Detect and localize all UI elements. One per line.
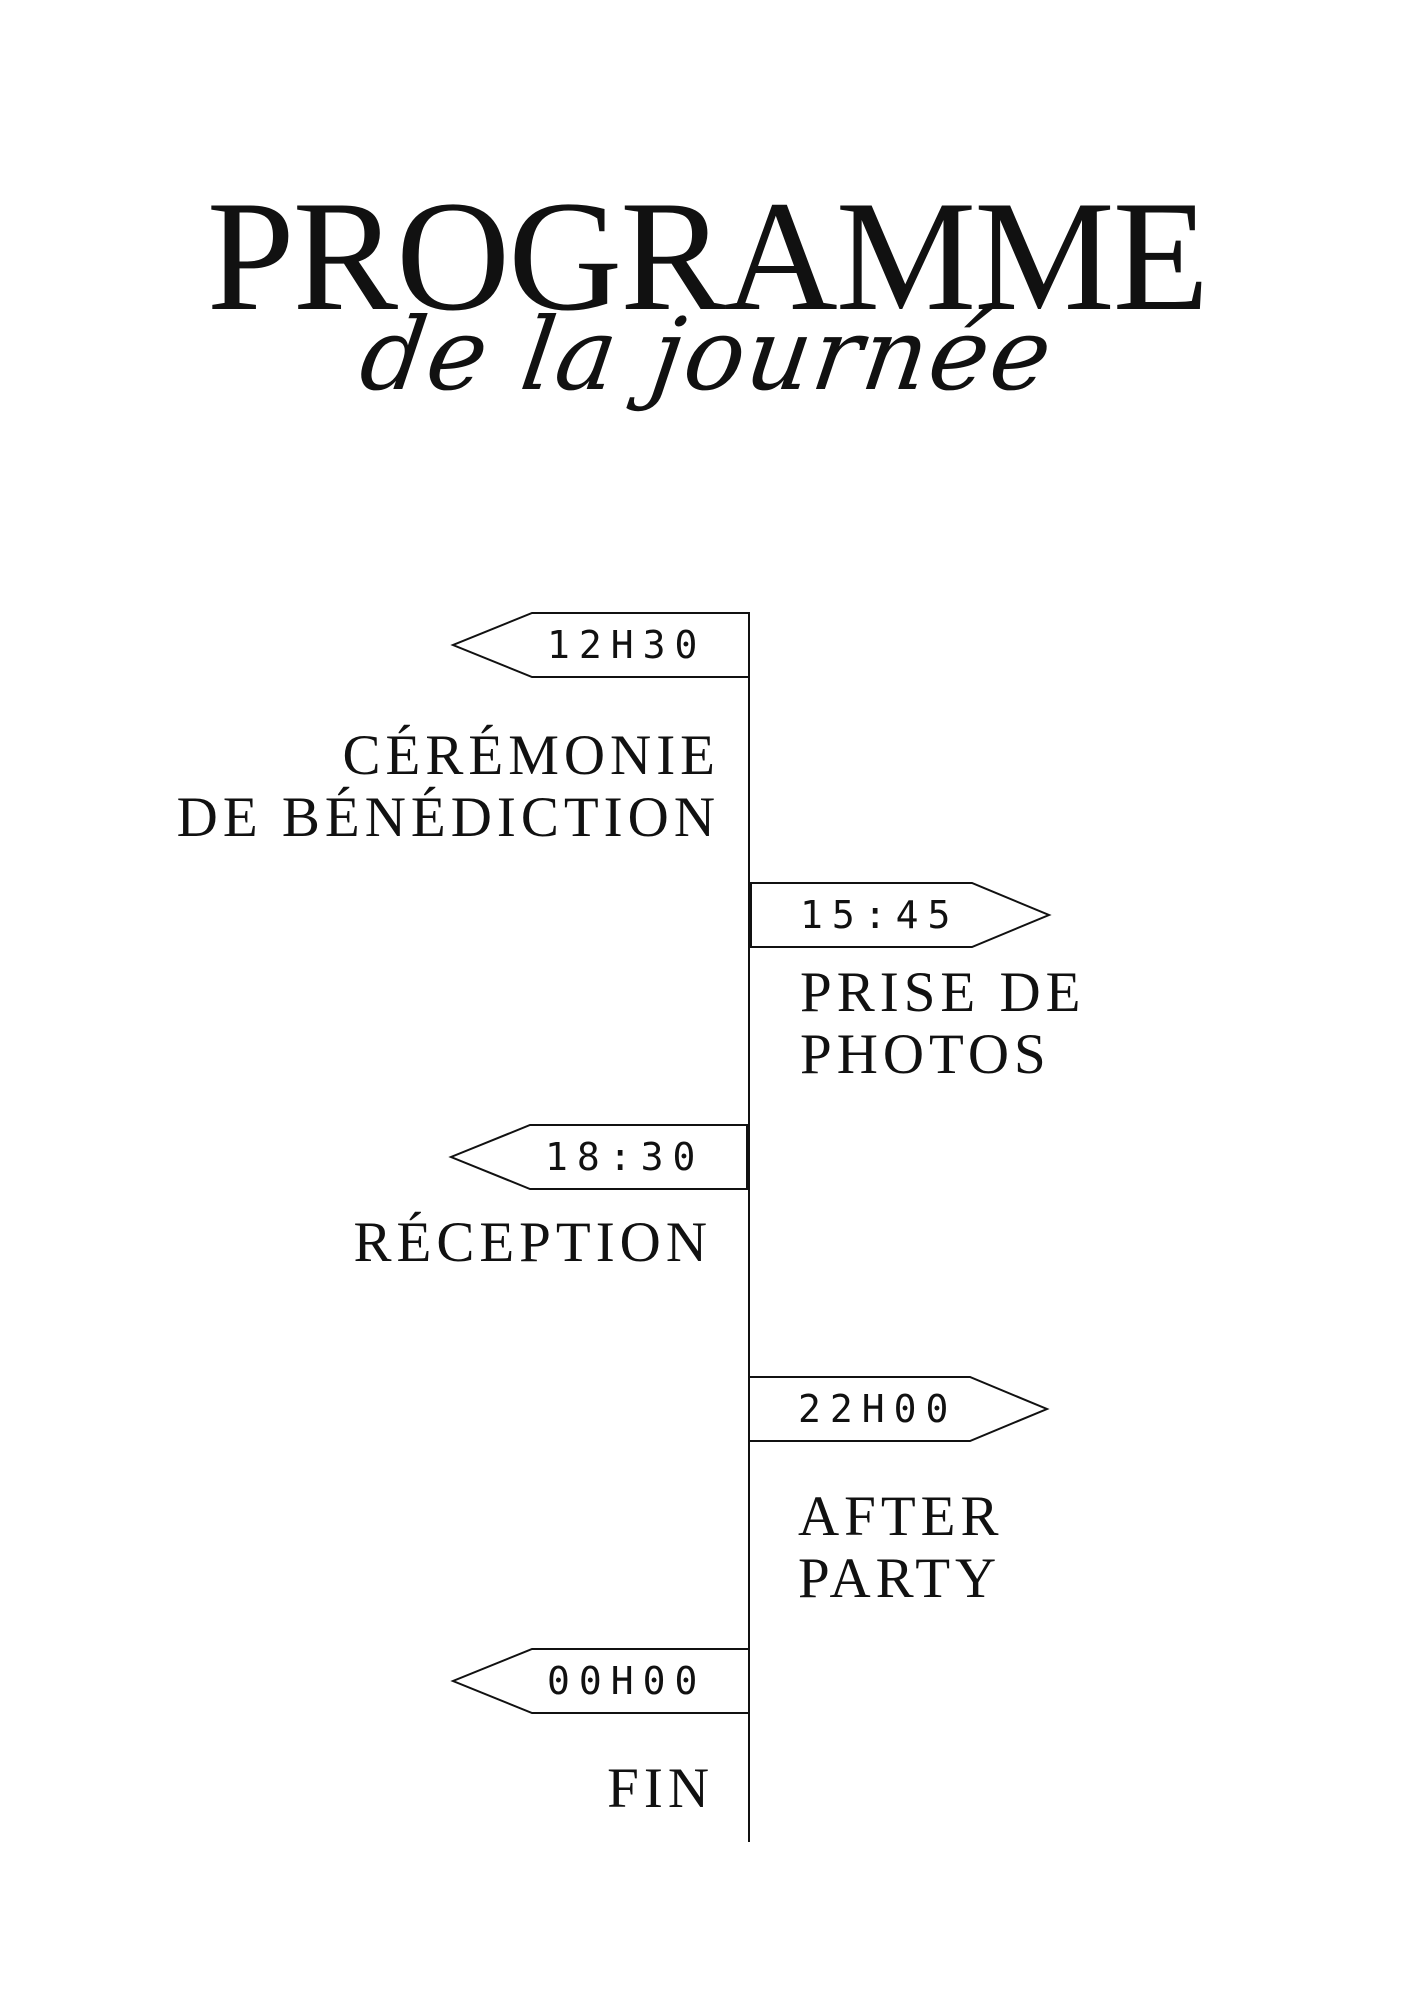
event-line: AFTER <box>798 1485 1004 1548</box>
event-ceremonie: CÉRÉMONIE DE BÉNÉDICTION <box>177 725 720 849</box>
arrow-left-icon <box>448 1124 748 1190</box>
event-fin: FIN <box>607 1758 714 1820</box>
event-prise-de-photos: PRISE DE PHOTOS <box>800 962 1085 1086</box>
time-label: 15:45 <box>800 893 960 937</box>
event-reception: RÉCEPTION <box>354 1212 713 1274</box>
time-label: 00H00 <box>547 1659 707 1703</box>
signpost-pole <box>748 612 750 1842</box>
event-line: PARTY <box>798 1547 1002 1610</box>
signpost-arrow-15-45: 15:45 <box>750 882 1052 948</box>
arrow-left-icon <box>450 1648 750 1714</box>
signpost-arrow-22h00: 22H00 <box>748 1376 1050 1442</box>
arrow-left-icon <box>450 612 750 678</box>
signpost-arrow-12h30: 12H30 <box>450 612 752 678</box>
signpost-arrow-18-30: 18:30 <box>448 1124 750 1190</box>
page-subtitle: de la journée <box>353 296 1061 413</box>
time-label: 18:30 <box>545 1135 705 1179</box>
time-label: 22H00 <box>798 1387 958 1431</box>
event-line: CÉRÉMONIE <box>342 724 720 787</box>
event-line: FIN <box>607 1757 714 1820</box>
arrow-right-icon <box>750 882 1052 948</box>
event-line: DE BÉNÉDICTION <box>176 786 720 849</box>
page-title: PROGRAMME <box>206 169 1209 344</box>
event-line: PRISE DE <box>800 961 1086 1024</box>
signpost-arrow-00h00: 00H00 <box>450 1648 752 1714</box>
event-line: PHOTOS <box>800 1023 1051 1086</box>
time-label: 12H30 <box>547 623 707 667</box>
event-after-party: AFTER PARTY <box>798 1486 1004 1610</box>
arrow-right-icon <box>748 1376 1050 1442</box>
event-line: RÉCEPTION <box>353 1211 712 1274</box>
